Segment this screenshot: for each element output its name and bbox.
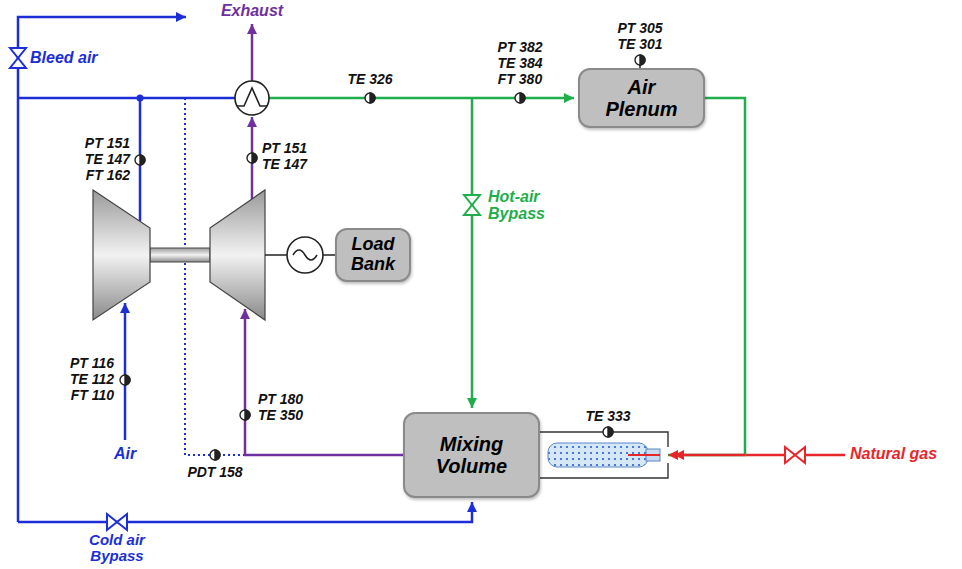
exhaust-line: [251, 24, 254, 81]
sensor-tag: TE 301: [617, 37, 662, 52]
box-label: Air Plenum: [597, 76, 687, 120]
sensor-tag: PT 305: [617, 21, 662, 36]
hot-bypass-line: [471, 98, 474, 408]
recuperator: [235, 81, 269, 115]
bleed-line: [18, 17, 186, 522]
load-bank-box: Load Bank: [335, 228, 411, 282]
sensor-tag: FT 380: [498, 72, 542, 87]
sensor-marker: [515, 93, 525, 103]
sensor-tag: TE 147: [262, 157, 307, 172]
turbine: [210, 190, 265, 320]
sensor-marker: [247, 153, 257, 163]
gas-valve: [785, 447, 805, 463]
sensor-markers: [120, 55, 645, 460]
fuel-lance: [628, 454, 660, 456]
sensor-tag: TE 350: [258, 408, 303, 423]
shaft: [150, 248, 210, 262]
sensor-tag: PDT 158: [187, 465, 242, 480]
sensor-tag: TE 333: [585, 409, 630, 424]
sensor-marker: [603, 427, 613, 437]
burner-housing: [540, 432, 668, 478]
sensor-tag: TE 112: [70, 372, 114, 387]
sensor-marker: [240, 410, 250, 420]
sensor-tag: PT 116: [70, 356, 114, 371]
compressor-outlet-line: [18, 97, 235, 100]
sensor-tag: PT 151: [262, 141, 307, 156]
valve-half: [464, 205, 480, 215]
sensor-tag: PT 180: [258, 392, 303, 407]
flow-connector: [668, 98, 745, 455]
box-label: Load Bank: [345, 235, 401, 275]
sensor-marker: [135, 155, 145, 165]
box-label: Mixing Volume: [422, 433, 522, 477]
stream-label: Exhaust: [221, 3, 283, 20]
generator-symbol: [293, 250, 317, 260]
sensor-marker: [210, 450, 220, 460]
bleed-valve: [10, 48, 26, 68]
exhaust-lines: [245, 24, 403, 455]
turbine-inlet-line: [245, 309, 403, 455]
hot-air-lines: [269, 98, 574, 408]
sensor-tag: FT 162: [86, 168, 130, 183]
sensor-tag: FT 110: [71, 388, 114, 403]
sensor-marker: [120, 375, 130, 385]
generator: [287, 237, 323, 273]
gas-feed-line: [674, 454, 745, 457]
cold-bypass-valve: [107, 514, 127, 530]
cold-bypass-line: [18, 502, 472, 522]
valve-half: [117, 514, 127, 530]
sensor-marker: [365, 93, 375, 103]
sensor-tag: TE 326: [347, 72, 392, 87]
plenum-box: Air Plenum: [578, 68, 705, 128]
hot-bypass-valve: [464, 195, 480, 215]
stream-label: Bleed air: [30, 50, 98, 67]
sensor-tag: PT 382: [497, 40, 542, 55]
connectors: [668, 98, 745, 455]
sensor-tag: TE 384: [497, 56, 542, 71]
junction-dot: [137, 95, 144, 102]
valve-half: [795, 447, 805, 463]
sensor-tag: PT 151: [85, 136, 130, 151]
recuperator-outlet-line: [269, 97, 574, 100]
recuperator-symbol: [237, 88, 267, 106]
stream-label: Hot-air Bypass: [488, 189, 560, 223]
mixing-volume-box: Mixing Volume: [403, 412, 540, 498]
stream-label: Natural gas: [850, 446, 937, 463]
sensor-marker: [635, 55, 645, 65]
sensor-tag: TE 147: [85, 152, 130, 167]
compressor: [93, 190, 150, 320]
air-inlet-line: [124, 303, 127, 440]
stream-label: Air: [114, 446, 136, 463]
valve-half: [10, 58, 26, 68]
stream-label: Cold air Bypass: [81, 532, 153, 564]
